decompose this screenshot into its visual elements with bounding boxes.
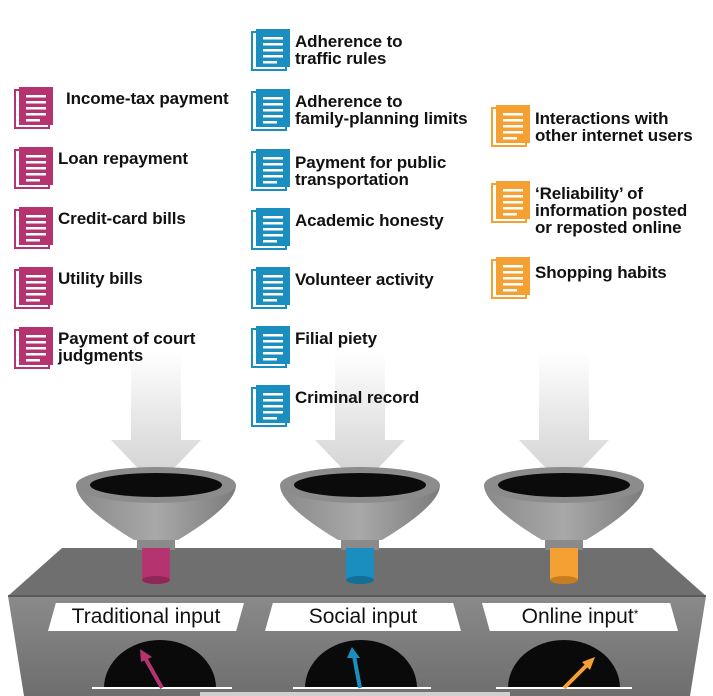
- document-icon: [14, 146, 54, 190]
- funnel-spout-traditional: [142, 548, 170, 580]
- funnel-icon: [484, 467, 644, 584]
- document-icon: [14, 206, 54, 250]
- document-icon: [14, 266, 54, 310]
- item-label: Academic honesty: [295, 211, 444, 230]
- item-label: Adherence to family-planning limits: [295, 92, 468, 128]
- item-label: Payment of court judgments: [58, 329, 196, 365]
- document-icon: [491, 104, 531, 148]
- social-input-label: Social input: [265, 603, 461, 631]
- document-icon: [251, 28, 291, 72]
- item-label: ‘Reliability’ of information posted or r…: [535, 184, 688, 237]
- list-item: Credit-card bills: [14, 206, 186, 250]
- item-label: Interactions with other internet users: [535, 109, 693, 145]
- list-item: Interactions with other internet users: [491, 104, 693, 148]
- gauge-social: [293, 640, 431, 689]
- gauge-needle-social: [352, 655, 362, 689]
- item-label: Payment for public transportation: [295, 153, 447, 189]
- traditional-input-label: Traditional input: [48, 603, 244, 631]
- list-item: Volunteer activity: [251, 266, 434, 310]
- list-item: Shopping habits: [491, 256, 667, 300]
- document-icon: [491, 180, 531, 224]
- item-label: Criminal record: [295, 388, 420, 407]
- item-label: Utility bills: [58, 269, 143, 288]
- list-item: Income-tax payment: [14, 86, 229, 130]
- list-item: Payment of court judgments: [14, 326, 195, 370]
- gauge-needle-online: [562, 662, 590, 690]
- gauge-needle-traditional: [142, 655, 164, 689]
- item-label: Credit-card bills: [58, 209, 186, 228]
- list-item: Loan repayment: [14, 146, 188, 190]
- document-icon: [251, 207, 291, 251]
- online-input-label: Online input*: [482, 603, 678, 631]
- item-label: Loan repayment: [58, 149, 188, 168]
- document-icon: [251, 384, 291, 428]
- item-label: Adherence to traffic rules: [295, 32, 403, 68]
- down-arrow-icon: [519, 352, 609, 487]
- item-label: Income-tax payment: [66, 89, 229, 108]
- document-icon: [251, 325, 291, 369]
- down-arrow-icon: [111, 352, 201, 487]
- list-item: Academic honesty: [251, 207, 444, 251]
- list-item: Adherence to traffic rules: [251, 28, 403, 72]
- list-item: Filial piety: [251, 325, 377, 369]
- document-icon: [14, 326, 54, 370]
- document-icon: [491, 256, 531, 300]
- down-arrow-icon: [315, 352, 405, 487]
- gauge-traditional: [92, 640, 232, 689]
- list-item: Criminal record: [251, 384, 419, 428]
- funnel-spout-online: [550, 548, 578, 580]
- item-label: Shopping habits: [535, 263, 667, 282]
- document-icon: [251, 148, 291, 192]
- item-label: Filial piety: [295, 329, 377, 348]
- document-icon: [14, 86, 54, 130]
- gauge-online: [496, 640, 632, 690]
- funnel-icon: [280, 467, 440, 584]
- list-item: Payment for public transportation: [251, 148, 446, 192]
- document-icon: [251, 88, 291, 132]
- list-item: Utility bills: [14, 266, 143, 310]
- footnote-mark: *: [633, 607, 639, 621]
- funnel-icon: [76, 467, 236, 584]
- item-label: Volunteer activity: [295, 270, 434, 289]
- document-icon: [251, 266, 291, 310]
- list-item: Adherence to family-planning limits: [251, 88, 468, 132]
- list-item: ‘Reliability’ of information posted or r…: [491, 180, 687, 236]
- funnel-spout-social: [346, 548, 374, 580]
